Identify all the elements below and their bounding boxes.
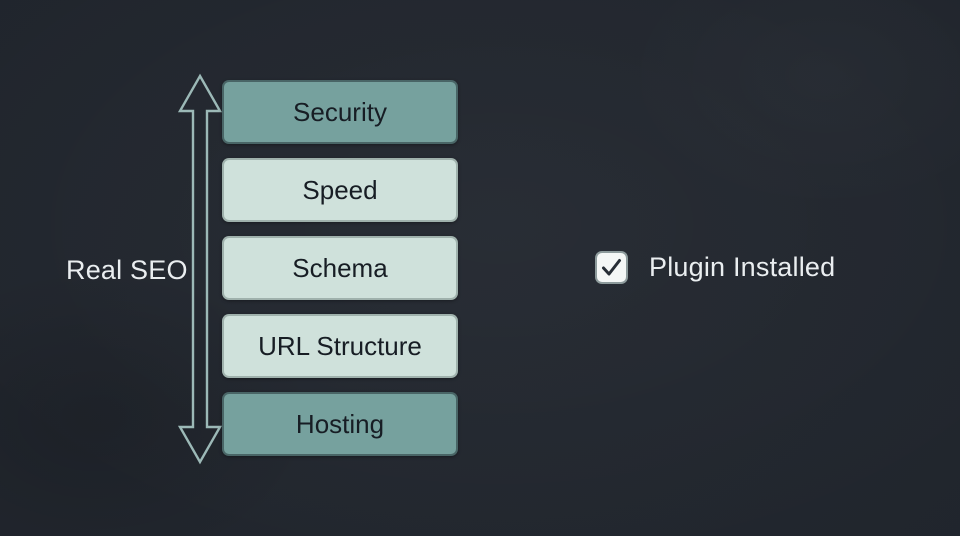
layer-hosting: Hosting xyxy=(222,392,458,456)
layer-url-structure: URL Structure xyxy=(222,314,458,378)
double-arrow-icon xyxy=(177,73,223,465)
layer-security: Security xyxy=(222,80,458,144)
layer-schema: Schema xyxy=(222,236,458,300)
plugin-installed-checkbox[interactable] xyxy=(595,251,628,284)
axis-label-real-seo: Real SEO xyxy=(66,255,188,285)
checkmark-icon xyxy=(602,259,621,276)
plugin-installed-row: Plugin Installed xyxy=(595,251,835,284)
layer-speed: Speed xyxy=(222,158,458,222)
plugin-installed-label: Plugin Installed xyxy=(649,252,836,282)
seo-layer-stack: Security Speed Schema URL Structure Host… xyxy=(222,80,458,456)
